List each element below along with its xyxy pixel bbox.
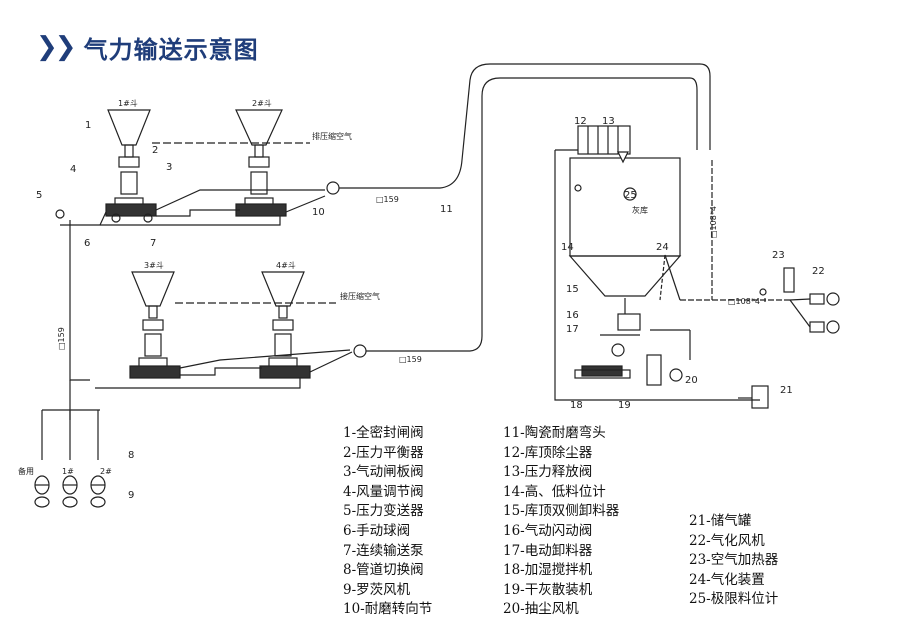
legend-item: 3-气动闸板阀 (343, 464, 424, 481)
svg-text:17: 17 (566, 324, 579, 335)
svg-text:排压缩空气: 排压缩空气 (312, 131, 352, 141)
svg-text:3: 3 (166, 162, 172, 173)
svg-text:1#斗: 1#斗 (118, 99, 138, 108)
svg-text:6: 6 (84, 238, 90, 249)
svg-text:15: 15 (566, 284, 579, 295)
svg-text:23: 23 (772, 250, 785, 261)
legend-item: 24-气化装置 (689, 571, 765, 588)
page-header: ❯❯ 气力输送示意图 (36, 30, 259, 64)
svg-text:3#斗: 3#斗 (144, 261, 164, 270)
svg-text:2#斗: 2#斗 (252, 99, 272, 108)
svg-text:9: 9 (128, 490, 134, 501)
svg-text:10: 10 (312, 207, 325, 218)
svg-text:12: 12 (574, 116, 587, 127)
svg-text:21: 21 (780, 385, 793, 396)
svg-text:1#: 1# (62, 467, 74, 476)
svg-text:4#斗: 4#斗 (276, 261, 296, 270)
legend-item: 9-罗茨风机 (343, 581, 411, 598)
blower-spare (34, 475, 50, 508)
svg-text:备用: 备用 (18, 466, 34, 476)
svg-text:灰库: 灰库 (632, 205, 648, 215)
legend-item: 22-气化风机 (689, 532, 765, 549)
legend-item: 4-风量调节阀 (343, 483, 424, 500)
svg-text:□159: □159 (376, 195, 399, 204)
legend-item: 14-高、低料位计 (503, 483, 606, 500)
legend-item: 11-陶瓷耐磨弯头 (503, 425, 606, 441)
svg-text:7: 7 (150, 238, 156, 249)
legend-item: 16-气动闪动阀 (503, 522, 593, 539)
svg-text:14: 14 (561, 242, 574, 253)
blower-1 (62, 475, 78, 508)
hopper-1 (105, 109, 157, 223)
legend-item: 25-极限料位计 (689, 591, 779, 608)
legend-item: 23-空气加热器 (689, 552, 779, 569)
svg-text:24: 24 (656, 242, 669, 253)
svg-text:□108*4: □108*4 (728, 297, 760, 306)
svg-text:1: 1 (85, 120, 91, 131)
legend-item: 5-压力变送器 (343, 503, 424, 520)
swivel-joint-lower (353, 344, 367, 358)
legend-item: 6-手动球阀 (343, 522, 411, 539)
legend-item: 10-耐磨转向节 (343, 601, 433, 618)
legend-item: 13-压力释放阀 (503, 464, 593, 481)
hopper-3 (129, 271, 181, 379)
legend-column-2: 11-陶瓷耐磨弯头 12-库顶除尘器 13-压力释放阀 14-高、低料位计 15… (503, 424, 619, 620)
svg-text:4: 4 (70, 164, 76, 175)
swivel-joint-10 (326, 181, 340, 195)
legend-item: 18-加湿搅拌机 (503, 562, 593, 579)
hopper-4 (259, 271, 311, 379)
svg-text:8: 8 (128, 450, 134, 461)
svg-text:□159: □159 (399, 355, 422, 364)
svg-text:19: 19 (618, 400, 631, 411)
legend-item: 8-管道切换阀 (343, 562, 424, 579)
page-title: 气力输送示意图 (83, 35, 259, 64)
svg-text:18: 18 (570, 400, 583, 411)
svg-text:11: 11 (440, 204, 453, 215)
hopper-2 (235, 109, 287, 217)
legend-item: 1-全密封闸阀 (343, 425, 424, 441)
svg-text:2#: 2# (100, 467, 112, 476)
legend-item: 7-连续输送泵 (343, 542, 424, 559)
legend-item: 15-库顶双侧卸料器 (503, 503, 620, 520)
blower-2 (90, 475, 106, 508)
svg-text:16: 16 (566, 310, 579, 321)
double-chevron-icon: ❯❯ (36, 32, 77, 62)
svg-text:□159: □159 (57, 327, 66, 350)
legend-item: 12-库顶除尘器 (503, 444, 593, 461)
silo (554, 125, 790, 401)
svg-text:□108*4: □108*4 (709, 206, 718, 238)
legend-column-1: 1-全密封闸阀 2-压力平衡器 3-气动闸板阀 4-风量调节阀 5-压力变送器 … (343, 424, 432, 620)
svg-text:25: 25 (624, 190, 637, 201)
legend-item: 2-压力平衡器 (343, 444, 424, 461)
svg-text:接压缩空气: 接压缩空气 (340, 291, 380, 301)
legend-item: 20-抽尘风机 (503, 601, 579, 618)
legend-item: 21-储气罐 (689, 513, 752, 529)
legend-item: 17-电动卸料器 (503, 542, 593, 559)
svg-text:13: 13 (602, 116, 615, 127)
svg-text:2: 2 (152, 145, 158, 156)
legend-item: 19-干灰散装机 (503, 581, 593, 598)
legend-column-3: 21-储气罐 22-气化风机 23-空气加热器 24-气化装置 25-极限料位计 (689, 512, 778, 610)
svg-text:22: 22 (812, 266, 825, 277)
svg-text:5: 5 (36, 190, 42, 201)
svg-text:20: 20 (685, 375, 698, 386)
